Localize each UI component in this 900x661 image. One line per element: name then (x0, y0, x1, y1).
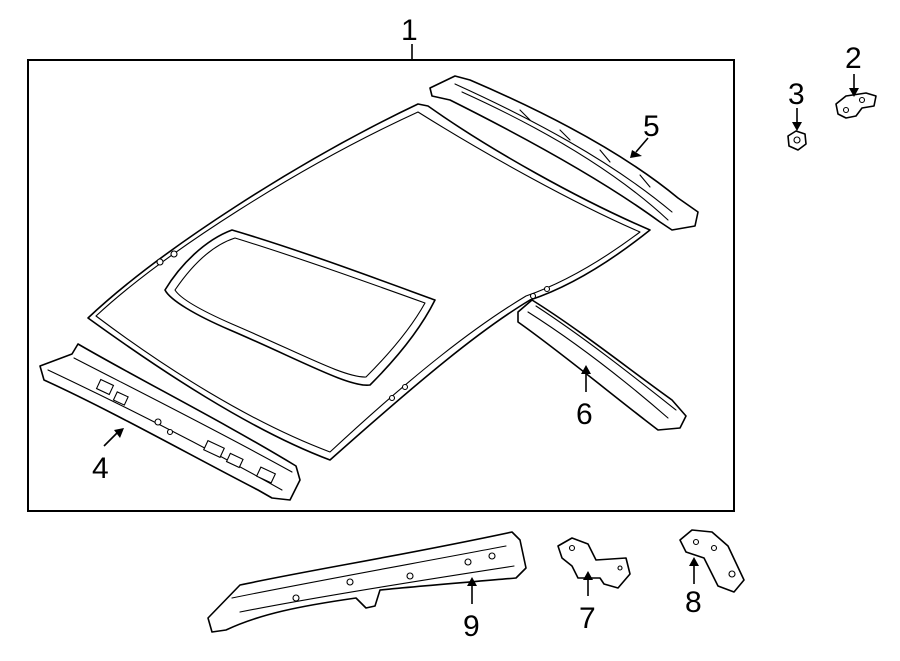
roof-panel (87, 103, 651, 461)
callout-7: 7 (579, 602, 596, 635)
clip-part (835, 92, 877, 119)
assembly-frame (27, 59, 735, 512)
callout-6: 6 (576, 398, 593, 431)
bracket-small (557, 537, 631, 589)
callout-5: 5 (643, 110, 660, 143)
callout-2: 2 (845, 42, 862, 75)
callout-1: 1 (401, 14, 418, 47)
bracket-large (679, 529, 745, 593)
front-header (39, 343, 301, 501)
callout-3: 3 (788, 78, 805, 111)
callout-8: 8 (685, 586, 702, 619)
roof-rail-upper (429, 75, 699, 231)
side-reinforcement (207, 531, 527, 633)
roof-bow (517, 299, 687, 431)
nut-part (787, 130, 807, 151)
callout-9: 9 (463, 610, 480, 643)
callout-4: 4 (92, 452, 109, 485)
